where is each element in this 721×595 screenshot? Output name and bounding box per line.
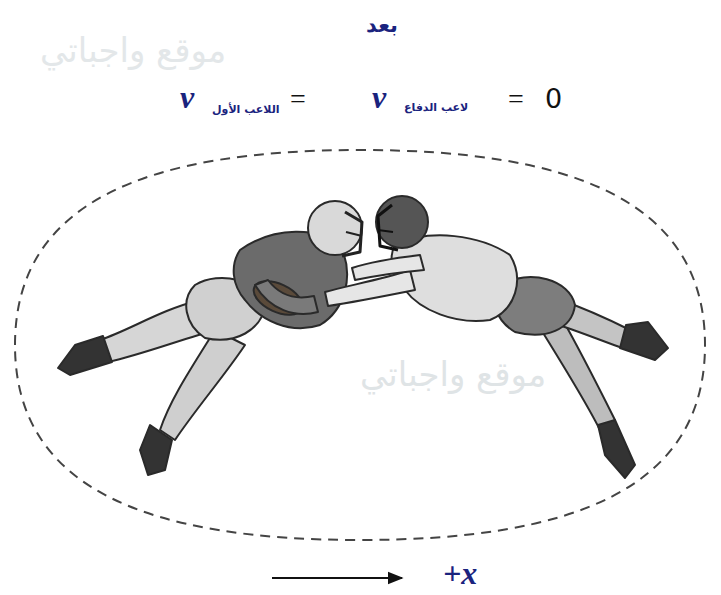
watermark: موقع واجباتي (40, 32, 226, 69)
ball-carrier (58, 201, 362, 475)
value-zero: 0 (545, 84, 562, 114)
velocity-subscript: اللاعب الأول (212, 104, 280, 116)
panel-title: بعد (366, 14, 398, 37)
defender (325, 196, 668, 478)
equals-sign: = (508, 84, 524, 115)
axis-label: +x (443, 556, 477, 591)
axis-arrow (272, 577, 402, 579)
system-boundary (15, 150, 705, 540)
velocity-symbol: v (180, 80, 194, 115)
equals-sign: = (290, 84, 306, 115)
velocity-symbol: v (372, 80, 386, 115)
watermark: موقع واجباتي (360, 356, 546, 393)
velocity-subscript: لاعب الدفاع (404, 102, 468, 114)
